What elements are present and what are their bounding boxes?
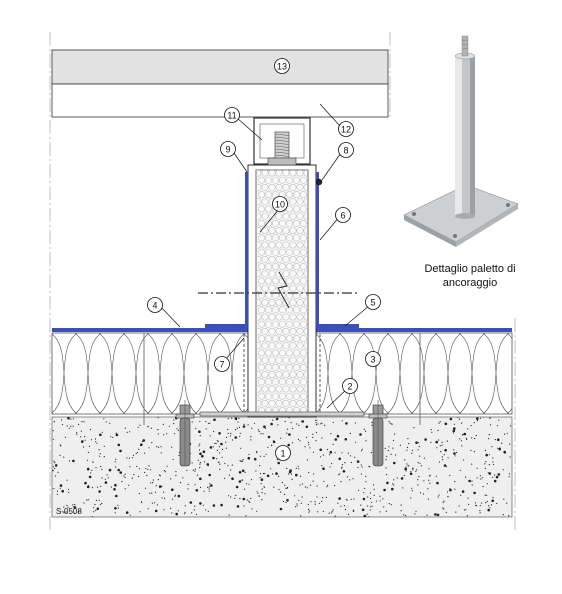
membrane-right (316, 328, 512, 332)
leader-10 (259, 207, 281, 233)
callout-label: 2 (347, 382, 352, 392)
leader-12 (319, 103, 341, 127)
top-panel (51, 49, 389, 85)
caption-line-2: ancoraggio (442, 277, 498, 289)
photo-caption: Dettaglio paletto di ancoraggio (410, 262, 530, 290)
callout-label: 9 (225, 145, 230, 155)
drawing-code: S-0508 (56, 507, 82, 516)
callout-3: 3 (365, 351, 381, 367)
leader-7 (224, 337, 245, 361)
bolt-nut (267, 157, 297, 166)
anchor-left (175, 400, 195, 467)
membrane-left (52, 328, 248, 332)
concrete-slab (51, 416, 513, 518)
callout-label: 5 (370, 298, 375, 308)
membrane-overlap-right (316, 324, 359, 328)
break-symbol (277, 271, 290, 309)
callout-label: 3 (370, 355, 375, 365)
callout-label: 11 (227, 111, 236, 121)
callout-8: 8 (338, 142, 354, 158)
base-plate (199, 411, 365, 417)
insulation-left (51, 332, 249, 415)
callout-label: 8 (343, 146, 348, 156)
leader-9 (231, 149, 248, 173)
insulation-left-pattern (52, 333, 248, 414)
insulation-right (315, 332, 513, 415)
leader-6 (319, 215, 341, 241)
anchor-right (368, 400, 388, 467)
callout-1: 1 (275, 445, 291, 461)
bolt-threads (274, 133, 290, 157)
leader-11 (236, 117, 263, 141)
caption-line-1: Dettaglio paletto di (424, 263, 516, 275)
callout-13: 13 (274, 58, 290, 74)
callout-label: 10 (275, 200, 285, 210)
callout-label: 12 (341, 125, 351, 135)
callout-6: 6 (335, 207, 351, 223)
callout-5: 5 (365, 294, 381, 310)
callout-2: 2 (342, 378, 358, 394)
leader-4 (158, 304, 181, 328)
callout-label: 7 (219, 360, 224, 370)
product-photo (403, 35, 519, 247)
concrete-texture (52, 417, 512, 517)
insulation-right-pattern (316, 333, 512, 414)
callout-label: 13 (277, 62, 287, 72)
side-screw (315, 178, 323, 186)
callout-9: 9 (220, 141, 236, 157)
callout-label: 4 (152, 301, 157, 311)
callout-7: 7 (214, 356, 230, 372)
callout-10: 10 (272, 196, 288, 212)
callout-label: 1 (280, 449, 285, 459)
callout-12: 12 (338, 121, 354, 137)
callout-11: 11 (224, 107, 240, 123)
callout-label: 6 (340, 211, 345, 221)
membrane-upstand-left (245, 172, 248, 328)
callout-4: 4 (147, 297, 163, 313)
leader-5 (344, 304, 371, 327)
membrane-upstand-right (316, 172, 319, 328)
membrane-overlap-left (205, 324, 248, 328)
foam-texture (256, 170, 308, 414)
lower-panel (51, 83, 389, 118)
leader-8 (321, 149, 344, 181)
